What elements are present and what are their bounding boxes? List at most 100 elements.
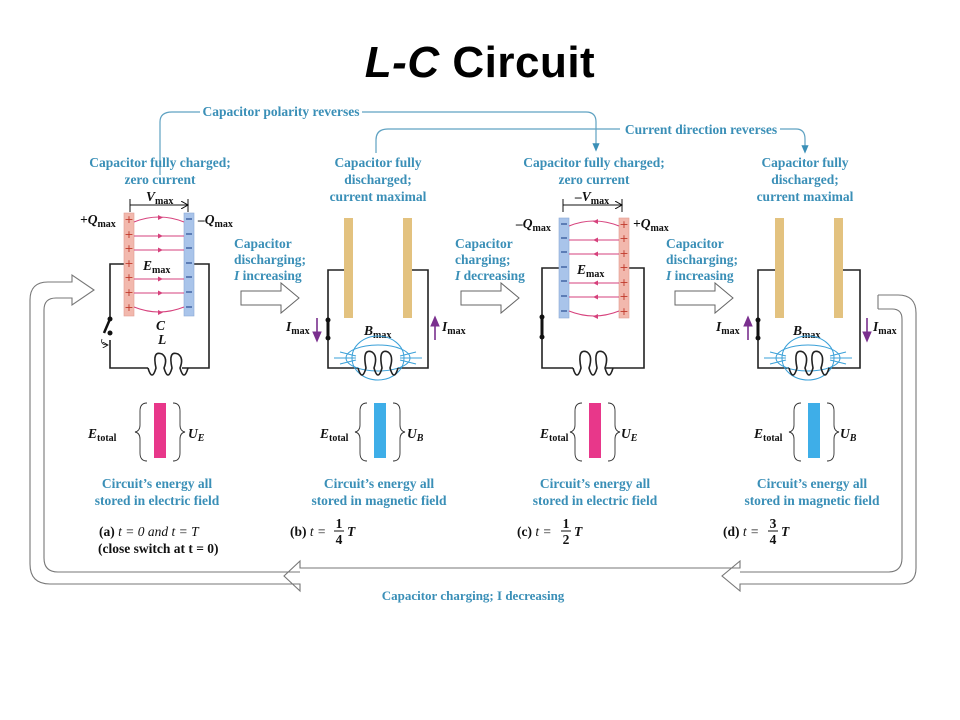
panel-c-header: Capacitor fully charged; zero current [523,155,665,187]
negative-plate [558,217,570,319]
svg-text:+: + [619,305,628,318]
svg-text:(b) t =: (b) t = [290,524,326,539]
svg-text:Capacitor: Capacitor [234,236,292,251]
minus-signs [186,218,192,308]
transition-arrow [674,281,734,315]
svg-text:+: + [619,218,628,231]
transition-c-d: Capacitor discharging; I increasing [665,236,738,315]
svg-text:+: + [124,213,133,226]
svg-text:2: 2 [563,532,570,547]
svg-text:discharged;: discharged; [771,172,839,187]
svg-text:+: + [619,261,628,274]
time-label-d: (d) t = 3 4 T [723,516,790,547]
svg-text:stored in electric field: stored in electric field [95,493,220,508]
time-label-a: (a) t = 0 and t = T (close switch at t =… [98,524,219,556]
current-label-left: Imax [285,319,310,337]
voltage-label: Vmax [146,189,173,207]
panel-a-circuit: Vmax +++++++ Emax +Qmax –Qmax C L [80,189,233,376]
b-field-label: Bmax [792,323,820,341]
inductor-coil [572,350,614,376]
svg-text:Etotal: Etotal [753,426,783,444]
svg-text:UB: UB [407,426,424,444]
panel-c-circuit: –Vmax +++++++ Emax –Qmax +Qmax [515,189,669,376]
svg-text:zero current: zero current [558,172,630,187]
voltage-label: –Vmax [574,189,609,207]
negative-plate [183,212,195,317]
svg-text:+: + [124,301,133,314]
neutral-plate-right [834,218,843,318]
svg-text:UE: UE [188,426,205,444]
transition-b-c: Capacitor charging; I decreasing [454,236,525,315]
cycle-loop-arrow: Capacitor charging; I decreasing [29,273,917,603]
electric-energy-bar [589,403,601,458]
magnetic-energy-bar [374,403,386,458]
svg-text:Capacitor fully charged;: Capacitor fully charged; [523,155,665,170]
positive-plate [123,212,135,317]
right-charge-label: –Qmax [197,212,233,230]
title-circuit: Circuit [452,38,596,87]
magnetic-field-lines [334,335,422,381]
positive-plate [618,217,630,319]
page-title: L-C Circuit [0,38,960,88]
svg-text:stored in magnetic field: stored in magnetic field [744,493,880,508]
caption-c: Circuit’s energy all stored in electric … [533,476,658,508]
svg-text:zero current: zero current [124,172,196,187]
bottom-loop-label: Capacitor charging; I decreasing [382,588,565,603]
svg-text:I increasing: I increasing [233,268,302,283]
svg-text:stored in magnetic field: stored in magnetic field [311,493,447,508]
svg-text:Circuit’s energy all: Circuit’s energy all [324,476,434,491]
panel-b-header: Capacitor fully discharged; current maxi… [330,155,427,204]
svg-text:Etotal: Etotal [319,426,349,444]
b-field-label: Bmax [363,323,391,341]
energy-bar-b: Etotal UB [319,402,424,462]
svg-text:Etotal: Etotal [87,426,117,444]
left-charge-label: +Qmax [80,212,116,230]
svg-text:Capacitor: Capacitor [455,236,513,251]
svg-text:+: + [124,228,133,241]
svg-text:+: + [619,247,628,260]
svg-text:UB: UB [840,426,857,444]
plus-signs: +++++++ [619,218,628,318]
caption-d: Circuit’s energy all stored in magnetic … [744,476,880,508]
svg-text:+: + [619,290,628,303]
field-label: Emax [576,262,604,280]
svg-text:3: 3 [770,516,777,531]
inductor-label: L [157,332,166,347]
e-field-arrowheads [593,219,598,319]
svg-text:1: 1 [563,516,570,531]
e-field-arrowheads [158,215,163,315]
transition-arrow [460,281,520,315]
inductor-coil [788,350,830,376]
svg-text:+: + [124,286,133,299]
svg-text:+: + [124,242,133,255]
left-charge-label: –Qmax [515,216,551,234]
svg-text:(close switch at t = 0): (close switch at t = 0) [98,541,219,556]
capacitor-label: C [156,318,166,333]
current-reverses-annotation: Current direction reverses [375,122,809,154]
neutral-plate-left [344,218,353,318]
time-label-b: (b) t = 1 4 T [290,516,356,547]
svg-text:discharging;: discharging; [666,252,738,267]
panel-a-header: Capacitor fully charged; zero current [89,155,231,187]
magnetic-energy-bar [808,403,820,458]
transition-a-b: Capacitor discharging; I increasing [233,236,306,315]
svg-text:Capacitor fully charged;: Capacitor fully charged; [89,155,231,170]
svg-text:I decreasing: I decreasing [454,268,525,283]
svg-text:(a) t = 0 and t = T: (a) t = 0 and t = T [99,524,200,539]
svg-text:current maximal: current maximal [330,189,427,204]
svg-text:T: T [347,524,356,539]
inductor-coil [357,350,399,376]
polarity-reverses-label: Capacitor polarity reverses [203,104,360,119]
svg-text:+: + [619,276,628,289]
time-label-c: (c) t = 1 2 T [517,516,583,547]
svg-text:UE: UE [621,426,638,444]
svg-text:I increasing: I increasing [665,268,734,283]
caption-b: Circuit’s energy all stored in magnetic … [311,476,447,508]
magnetic-field-lines [764,335,852,381]
neutral-plate-left [775,218,784,318]
inductor-coil [147,352,189,376]
svg-text:4: 4 [770,532,777,547]
current-reverses-label: Current direction reverses [625,122,777,137]
svg-text:charging;: charging; [455,252,511,267]
